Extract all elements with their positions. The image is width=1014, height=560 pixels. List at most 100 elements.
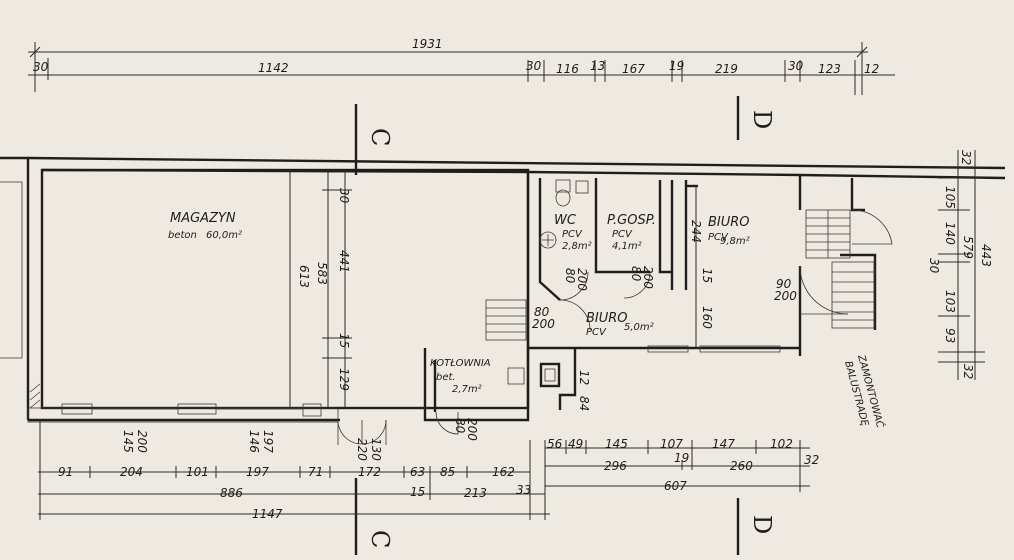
dim-right-93: 93 bbox=[943, 328, 957, 343]
dim-wc-door-h: 200 bbox=[575, 268, 589, 291]
dim-bot-162: 162 bbox=[492, 465, 515, 479]
dim-top-total: 1931 bbox=[412, 37, 443, 51]
room-biuro-big-area: 9,8m² bbox=[720, 236, 750, 247]
dim-top-30c: 30 bbox=[788, 59, 804, 73]
dim-biuro-door-w: 80 bbox=[534, 305, 550, 319]
room-magazyn-area: 60,0m² bbox=[206, 230, 242, 241]
section-d-top: D bbox=[748, 110, 776, 129]
dim-top-19: 19 bbox=[669, 59, 684, 73]
room-kotlownia-area: 2,7m² bbox=[452, 384, 482, 395]
dim-bot-172: 172 bbox=[358, 465, 381, 479]
section-d-bottom: D bbox=[748, 515, 776, 534]
dim-kot-door-w: 80 bbox=[453, 418, 467, 434]
dim-bot-63: 63 bbox=[410, 465, 425, 479]
dim-top-116: 116 bbox=[556, 62, 579, 76]
dim-br-145: 145 bbox=[605, 437, 628, 451]
dim-br-32: 32 bbox=[804, 453, 819, 467]
dim-right-32b: 32 bbox=[961, 364, 975, 379]
dim-win2-h: 197 bbox=[261, 430, 275, 453]
dim-magazyn-30: 30 bbox=[337, 188, 351, 204]
stairs-right bbox=[805, 209, 893, 329]
dim-pg-door-w: 80 bbox=[629, 266, 643, 282]
dim-magazyn-613: 613 bbox=[297, 265, 311, 288]
dim-bot-213: 213 bbox=[464, 486, 487, 500]
wc-fixtures bbox=[539, 179, 651, 301]
room-pgosp-name: P.GOSP. bbox=[607, 213, 656, 228]
room-pgosp-material: PCV bbox=[612, 229, 633, 240]
dim-biuro-15: 15 bbox=[700, 268, 714, 283]
dim-top-123: 123 bbox=[818, 62, 841, 76]
room-wc-material: PCV bbox=[562, 229, 583, 240]
dim-br-296: 296 bbox=[604, 459, 627, 473]
dim-right-30: 30 bbox=[927, 258, 941, 274]
room-kotlownia-material: bet. bbox=[436, 372, 456, 383]
dim-top-30b: 30 bbox=[526, 59, 542, 73]
dim-win2-w: 146 bbox=[247, 430, 261, 453]
dim-top-12: 12 bbox=[864, 62, 879, 76]
dim-stair-door-w: 90 bbox=[776, 277, 792, 291]
room-magazyn-material: beton bbox=[168, 230, 197, 241]
boiler-fixtures bbox=[435, 362, 561, 435]
dim-door-main-w: 130 bbox=[369, 438, 383, 461]
dim-bot-71: 71 bbox=[308, 465, 323, 479]
dim-win1-h: 200 bbox=[135, 430, 149, 453]
dim-br-49: 49 bbox=[568, 437, 583, 451]
room-biuro-small-name: BIURO bbox=[586, 311, 628, 326]
room-wc-area: 2,8m² bbox=[562, 241, 592, 252]
dim-win1-w: 145 bbox=[121, 430, 135, 453]
section-c-top: C bbox=[366, 128, 394, 146]
dim-bot-91: 91 bbox=[58, 465, 73, 479]
dim-right-105: 105 bbox=[943, 186, 957, 209]
dim-br-607: 607 bbox=[664, 479, 687, 493]
dim-biuro-160: 160 bbox=[700, 306, 714, 329]
dim-bot-204: 204 bbox=[120, 465, 143, 479]
magazyn-windows bbox=[61, 403, 322, 417]
dim-right-140: 140 bbox=[943, 222, 957, 245]
dim-magazyn-15: 15 bbox=[337, 333, 351, 348]
room-kotlownia-name: KOTŁOWNIA bbox=[430, 358, 491, 369]
room-pgosp-area: 4,1m² bbox=[612, 241, 642, 252]
stairs-left bbox=[485, 299, 527, 341]
dim-bot-886: 886 bbox=[220, 486, 243, 500]
dim-biuro-door-h: 200 bbox=[532, 317, 555, 331]
dim-bot-15: 15 bbox=[410, 485, 425, 499]
dim-br-56: 56 bbox=[547, 437, 563, 451]
dim-right-32a: 32 bbox=[959, 150, 973, 165]
section-c-bottom: C bbox=[366, 530, 394, 548]
dim-top-13: 13 bbox=[590, 59, 605, 73]
dim-right-443: 443 bbox=[979, 244, 993, 267]
dim-bot-33: 33 bbox=[516, 483, 531, 497]
dim-magazyn-129: 129 bbox=[337, 368, 351, 391]
dim-br-102: 102 bbox=[770, 437, 793, 451]
right-dimension-lines bbox=[938, 150, 985, 380]
dim-bot-101: 101 bbox=[186, 465, 209, 479]
dim-top-1142: 1142 bbox=[258, 61, 289, 75]
main-door bbox=[337, 419, 387, 445]
room-magazyn-name: MAGAZYN bbox=[170, 211, 236, 226]
room-wc-name: WC bbox=[554, 213, 577, 228]
dim-kot-84: 84 bbox=[577, 396, 591, 411]
bottom-dimension-lines bbox=[38, 420, 810, 520]
dim-bot-85: 85 bbox=[440, 465, 455, 479]
dim-wc-door-w: 80 bbox=[563, 268, 577, 284]
dim-kot-12: 12 bbox=[577, 370, 591, 385]
dim-top-167: 167 bbox=[622, 62, 645, 76]
room-biuro-small-material: PCV bbox=[586, 327, 607, 338]
dim-pg-door-h: 200 bbox=[641, 266, 655, 289]
dim-bot-total: 1147 bbox=[252, 507, 283, 521]
dim-br-260: 260 bbox=[730, 459, 753, 473]
room-biuro-small-area: 5,0m² bbox=[624, 322, 654, 333]
dim-br-147: 147 bbox=[712, 437, 735, 451]
magazyn-dimension-lines bbox=[289, 170, 352, 408]
dim-magazyn-441: 441 bbox=[337, 250, 351, 273]
walls bbox=[0, 156, 1006, 423]
dim-right-579: 579 bbox=[961, 236, 975, 259]
dim-bot-197: 197 bbox=[246, 465, 269, 479]
dim-top-30a: 30 bbox=[33, 60, 49, 74]
dim-br-19: 19 bbox=[674, 451, 689, 465]
dim-top-219: 219 bbox=[715, 62, 738, 76]
room-biuro-big-name: BIURO bbox=[708, 215, 750, 230]
dim-door-main-h: 220 bbox=[355, 438, 369, 461]
